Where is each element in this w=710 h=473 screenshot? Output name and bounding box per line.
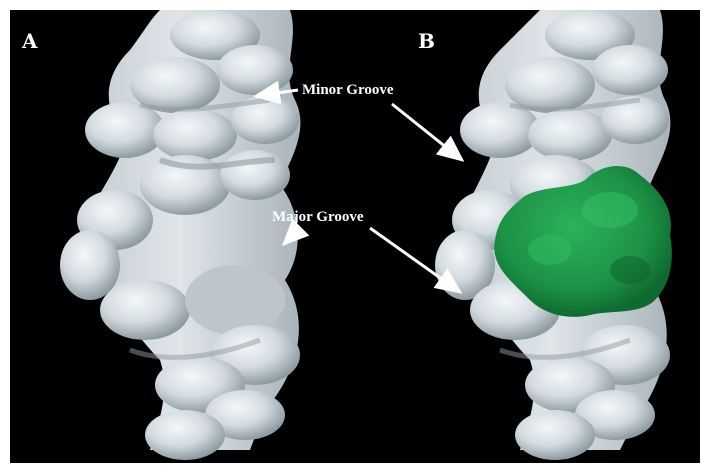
minor-groove-arrow-b bbox=[392, 104, 462, 160]
panel-label-b: B bbox=[418, 29, 435, 53]
major-groove-label: Major Groove bbox=[272, 209, 364, 225]
panel-label-a: A bbox=[21, 29, 38, 53]
minor-groove-label: Minor Groove bbox=[302, 82, 394, 98]
dna-figure: A B Minor Groove Major Groove bbox=[10, 10, 700, 463]
dna-helix-a bbox=[60, 10, 300, 460]
figure-frame: A B Minor Groove Major Groove bbox=[10, 10, 700, 463]
